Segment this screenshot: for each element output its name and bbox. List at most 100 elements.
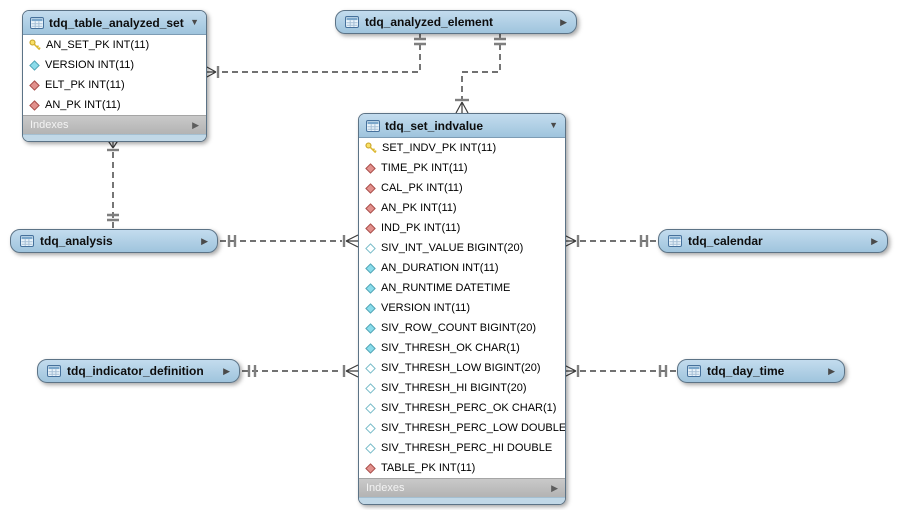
table-tdq_analysis[interactable]: tdq_analysis ▶ [10, 229, 218, 253]
primary-key-icon [365, 142, 377, 154]
column-row[interactable]: TIME_PK INT(11) [359, 158, 565, 178]
column-row[interactable]: ELT_PK INT(11) [23, 75, 206, 95]
column-row[interactable]: AN_SET_PK INT(11) [23, 35, 206, 55]
column-row[interactable]: SET_INDV_PK INT(11) [359, 138, 565, 158]
table-title: tdq_analyzed_element [365, 15, 494, 29]
foreign-key-icon [365, 182, 376, 194]
table-header[interactable]: tdq_table_analyzed_set ▼ [23, 11, 206, 35]
primary-key-icon [29, 39, 41, 51]
column-row[interactable]: TABLE_PK INT(11) [359, 458, 565, 478]
expand-arrow-icon[interactable]: ▶ [223, 365, 230, 376]
indexes-label: Indexes [366, 482, 405, 494]
attr-null-icon [365, 382, 376, 394]
indexes-label: Indexes [30, 119, 69, 131]
table-title: tdq_set_indvalue [385, 118, 484, 133]
collapse-arrow-icon[interactable]: ▼ [190, 17, 199, 27]
column-row[interactable]: VERSION INT(11) [23, 55, 206, 75]
column-row[interactable]: SIV_THRESH_PERC_HI DOUBLE [359, 438, 565, 458]
column-row[interactable]: SIV_ROW_COUNT BIGINT(20) [359, 318, 565, 338]
table-icon [366, 119, 380, 132]
table-header[interactable]: tdq_set_indvalue ▼ [359, 114, 565, 138]
table-icon [345, 16, 359, 28]
column-label: AN_PK INT(11) [45, 99, 121, 111]
table-bottom-strip [23, 134, 206, 141]
column-row[interactable]: CAL_PK INT(11) [359, 178, 565, 198]
relationship-analyzed_element-table_analyzed_set[interactable] [204, 34, 426, 79]
column-row[interactable]: VERSION INT(11) [359, 298, 565, 318]
column-row[interactable]: SIV_THRESH_HI BIGINT(20) [359, 378, 565, 398]
column-label: TABLE_PK INT(11) [381, 462, 476, 474]
column-row[interactable]: SIV_THRESH_OK CHAR(1) [359, 338, 565, 358]
table-tdq_day_time[interactable]: tdq_day_time ▶ [677, 359, 845, 383]
collapse-arrow-icon[interactable]: ▼ [549, 120, 558, 130]
column-label: AN_DURATION INT(11) [381, 262, 499, 274]
relationship-analysis-table_analyzed_set[interactable] [106, 138, 120, 228]
attr-notnull-icon [365, 262, 376, 274]
column-label: AN_RUNTIME DATETIME [381, 282, 511, 294]
table-tdq_table_analyzed_set[interactable]: tdq_table_analyzed_set ▼ AN_SET_PK INT(11)… [22, 10, 207, 142]
column-row[interactable]: SIV_INT_VALUE BIGINT(20) [359, 238, 565, 258]
table-bottom-strip [359, 497, 565, 504]
table-tdq_calendar[interactable]: tdq_calendar ▶ [658, 229, 888, 253]
relationship-indicator_definition-set_indvalue[interactable] [242, 364, 359, 378]
attr-notnull-icon [365, 302, 376, 314]
foreign-key-icon [365, 462, 376, 474]
column-label: SIV_THRESH_LOW BIGINT(20) [381, 362, 541, 374]
attr-null-icon [365, 242, 376, 254]
table-tdq_set_indvalue[interactable]: tdq_set_indvalue ▼ SET_INDV_PK INT(11) TIME… [358, 113, 566, 505]
foreign-key-icon [365, 222, 376, 234]
column-label: SIV_THRESH_PERC_OK CHAR(1) [381, 402, 557, 414]
expand-arrow-icon[interactable]: ▶ [828, 365, 835, 376]
column-row[interactable]: AN_PK INT(11) [23, 95, 206, 115]
indexes-bar[interactable]: Indexes▶ [359, 478, 565, 497]
table-icon [30, 16, 44, 29]
attr-notnull-icon [29, 59, 40, 71]
table-icon [668, 235, 682, 247]
foreign-key-icon [365, 162, 376, 174]
foreign-key-icon [29, 79, 40, 91]
column-label: TIME_PK INT(11) [381, 162, 468, 174]
column-label: AN_SET_PK INT(11) [46, 39, 150, 51]
table-title: tdq_indicator_definition [67, 364, 204, 378]
column-row[interactable]: SIV_THRESH_PERC_LOW DOUBLE [359, 418, 565, 438]
table-icon [687, 365, 701, 377]
attr-notnull-icon [365, 342, 376, 354]
column-label: AN_PK INT(11) [381, 202, 457, 214]
column-label: SIV_THRESH_PERC_LOW DOUBLE [381, 422, 566, 434]
relationship-day_time-set_indvalue[interactable] [563, 364, 676, 378]
column-label: VERSION INT(11) [381, 302, 471, 314]
column-row[interactable]: IND_PK INT(11) [359, 218, 565, 238]
column-label: CAL_PK INT(11) [381, 182, 463, 194]
column-row[interactable]: AN_PK INT(11) [359, 198, 565, 218]
attr-null-icon [365, 442, 376, 454]
column-label: IND_PK INT(11) [381, 222, 461, 234]
column-label: SIV_ROW_COUNT BIGINT(20) [381, 322, 537, 334]
relationship-calendar-set_indvalue[interactable] [563, 234, 657, 248]
table-tdq_indicator_definition[interactable]: tdq_indicator_definition ▶ [37, 359, 240, 383]
column-row[interactable]: SIV_THRESH_LOW BIGINT(20) [359, 358, 565, 378]
attr-notnull-icon [365, 322, 376, 334]
column-row[interactable]: SIV_THRESH_PERC_OK CHAR(1) [359, 398, 565, 418]
foreign-key-icon [365, 202, 376, 214]
column-label: SIV_THRESH_PERC_HI DOUBLE [381, 442, 553, 454]
expand-arrow-icon: ▶ [192, 119, 199, 130]
column-label: SIV_INT_VALUE BIGINT(20) [381, 242, 524, 254]
column-row[interactable]: AN_RUNTIME DATETIME [359, 278, 565, 298]
relationship-analyzed_element-set_indvalue[interactable] [455, 34, 506, 114]
expand-arrow-icon[interactable]: ▶ [560, 16, 567, 27]
table-tdq_analyzed_element[interactable]: tdq_analyzed_element ▶ [335, 10, 577, 34]
table-title: tdq_table_analyzed_set [49, 15, 184, 30]
expand-arrow-icon[interactable]: ▶ [871, 235, 878, 246]
expand-arrow-icon[interactable]: ▶ [201, 235, 208, 246]
attr-notnull-icon [365, 282, 376, 294]
table-title: tdq_analysis [40, 234, 113, 248]
indexes-bar[interactable]: Indexes ▶ [23, 115, 206, 134]
column-row[interactable]: AN_DURATION INT(11) [359, 258, 565, 278]
table-title: tdq_day_time [707, 364, 785, 378]
attr-null-icon [365, 422, 376, 434]
table-title: tdq_calendar [688, 234, 763, 248]
table-icon [47, 365, 61, 377]
table-icon [20, 235, 34, 247]
relationship-analysis-set_indvalue[interactable] [220, 234, 359, 248]
